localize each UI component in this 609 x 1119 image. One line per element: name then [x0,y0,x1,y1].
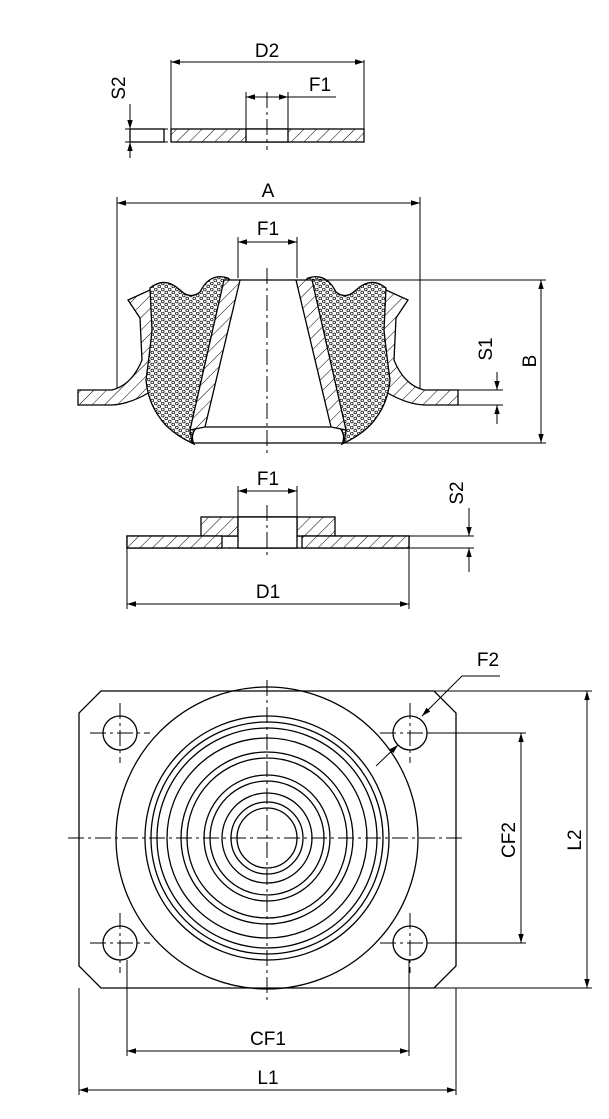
label-f1-low: F1 [257,469,279,490]
base-plate-view: F1 S2 D1 [126,469,474,609]
label-s2-top: S2 [109,76,130,99]
label-l1: L1 [257,1068,278,1089]
right-rubber-element [299,275,391,446]
label-f1-mid: F1 [257,219,279,240]
mount-section-view: A F1 S1 B [77,181,546,455]
washer-top-left-stub [129,128,165,143]
label-d1: D1 [256,582,280,603]
label-cf2: CF2 [499,822,520,858]
label-l2: L2 [565,829,586,850]
label-d2: D2 [255,41,279,62]
label-s1: S1 [476,337,497,360]
left-rubber-element [145,275,237,446]
label-s2-low: S2 [447,481,468,504]
washer-top-view: D2 F1 S2 [109,41,365,158]
plan-view: F2 CF2 L2 CF1 L1 [68,650,592,1095]
label-f1-top: F1 [309,75,331,96]
label-cf1: CF1 [250,1029,286,1050]
label-a: A [262,181,275,202]
label-f2: F2 [477,650,499,671]
label-b: B [520,355,541,368]
f2-leader-line [421,675,463,717]
